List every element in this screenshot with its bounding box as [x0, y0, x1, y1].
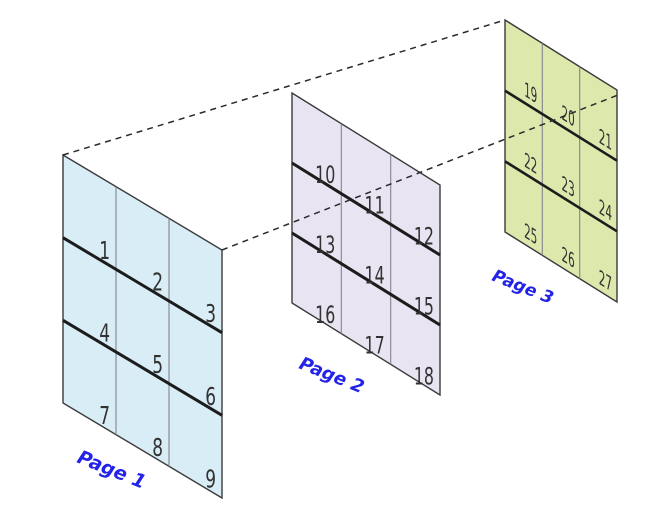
- cell-number: 11: [365, 191, 385, 219]
- cell-number: 3: [205, 300, 216, 329]
- cell-number: 26: [561, 242, 574, 273]
- cell-number: 13: [315, 230, 335, 258]
- page-1-row-divider-1: [62, 236, 223, 334]
- cell-number: 23: [561, 171, 574, 202]
- cell-number: 15: [414, 292, 434, 320]
- page-1-row-divider-2: [62, 319, 223, 417]
- page-2-row-divider-1: [291, 161, 441, 257]
- page-2-label: Page 2: [296, 353, 367, 398]
- cell-number: 19: [524, 78, 537, 109]
- page-2-row-divider-2: [291, 231, 441, 327]
- cell-number: 6: [205, 383, 216, 412]
- cell-number: 20: [561, 101, 574, 132]
- page-1-label: Page 1: [74, 446, 149, 493]
- cell-number: 2: [152, 268, 163, 297]
- cell-number: 14: [365, 261, 385, 289]
- cell-number: 18: [414, 362, 434, 390]
- cell-number: 5: [152, 351, 163, 380]
- cell-number: 12: [414, 222, 434, 250]
- cell-number: 17: [365, 331, 385, 359]
- page-1: 1 2 3 4 5 6 7 8 9 Page 1: [62, 153, 223, 500]
- cell-number: 7: [99, 402, 110, 431]
- depth-connector-top-line: [62, 19, 506, 156]
- cell-number: 25: [524, 219, 537, 250]
- page-3-row-divider-2: [504, 160, 618, 233]
- page-3: 19 20 21 22 23 24 25 26 27 Page 3: [489, 18, 618, 309]
- page-3-row-divider-1: [504, 89, 618, 162]
- cell-number: 4: [99, 319, 110, 348]
- cell-number: 16: [315, 300, 335, 328]
- cell-number: 9: [205, 465, 216, 494]
- cell-number: 27: [599, 266, 612, 297]
- cell-number: 10: [315, 160, 335, 188]
- cell-number: 24: [599, 195, 612, 226]
- page-2: 10 11 12 13 14 15 16 17 18 Page 2: [291, 91, 441, 398]
- page-3-label: Page 3: [489, 266, 556, 309]
- cell-number: 8: [152, 434, 163, 463]
- cell-number: 21: [599, 124, 612, 155]
- page-1-surface: [62, 153, 223, 500]
- cell-number: 1: [99, 237, 110, 266]
- cell-number: 22: [524, 148, 537, 179]
- depth-connector-bottom-line: [221, 94, 619, 251]
